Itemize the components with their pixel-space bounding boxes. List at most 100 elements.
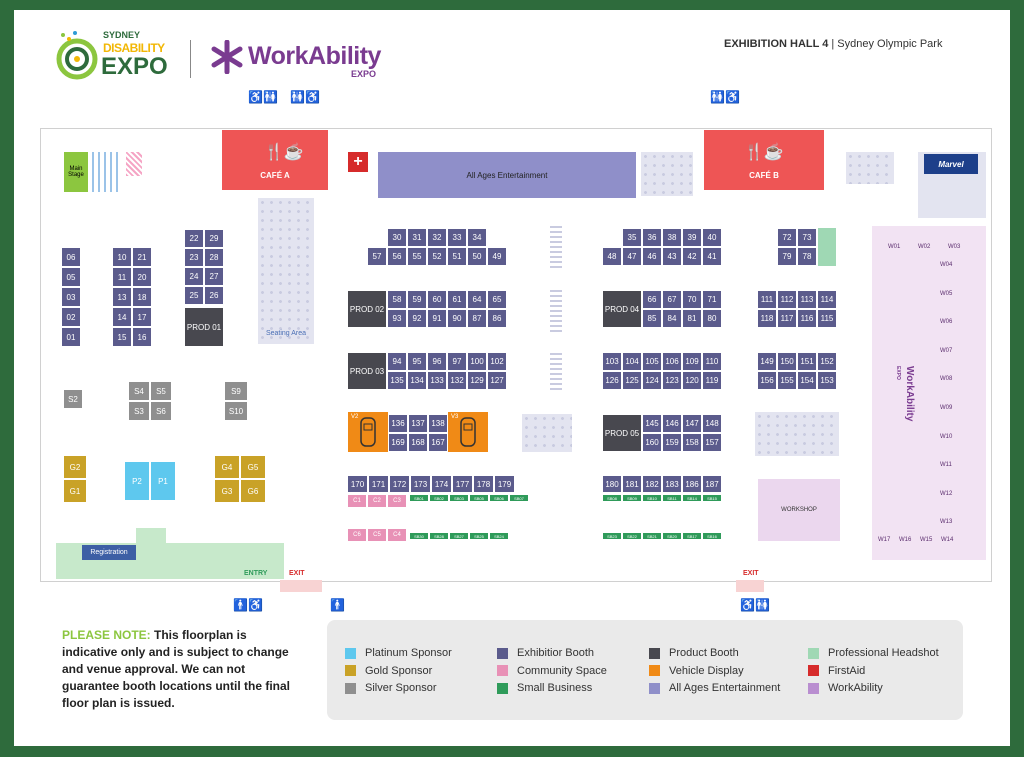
booth-113[interactable]: 113 (797, 290, 817, 309)
booth-sb11[interactable]: SB11 (662, 494, 682, 502)
booth-g2[interactable]: G2 (63, 455, 87, 479)
booth-p2[interactable]: P2 (124, 461, 150, 501)
booth-109[interactable]: 109 (682, 352, 702, 371)
booth-22[interactable]: 22 (184, 229, 204, 248)
workability-booth-w15[interactable]: W15 (920, 537, 933, 543)
booth-20[interactable]: 20 (132, 267, 152, 287)
booth-25[interactable]: 25 (184, 286, 204, 305)
workability-booth-w08[interactable]: W08 (940, 376, 953, 383)
booth-c3[interactable]: C3 (387, 494, 407, 508)
booth-p1[interactable]: P1 (150, 461, 176, 501)
booth-86[interactable]: 86 (487, 309, 507, 328)
booth-15[interactable]: 15 (112, 327, 132, 347)
booth-sb08[interactable]: SB08 (602, 494, 622, 502)
booth-170[interactable]: 170 (347, 475, 368, 493)
booth-sb03[interactable]: SB03 (449, 494, 469, 502)
booth-66[interactable]: 66 (642, 290, 662, 309)
booth-23[interactable]: 23 (184, 248, 204, 267)
booth-32[interactable]: 32 (427, 228, 447, 247)
booth-183[interactable]: 183 (662, 475, 682, 493)
booth-111[interactable]: 111 (757, 290, 777, 309)
booth-c5[interactable]: C5 (367, 528, 387, 542)
marvel-area[interactable]: Marvel (918, 152, 986, 218)
booth-73[interactable]: 73 (797, 228, 817, 247)
booth-126[interactable]: 126 (602, 371, 622, 390)
booth-10[interactable]: 10 (112, 247, 132, 267)
booth-135[interactable]: 135 (387, 371, 407, 390)
workability-booth-w11[interactable]: W11 (940, 462, 952, 469)
booth-90[interactable]: 90 (447, 309, 467, 328)
booth-c6[interactable]: C6 (347, 528, 367, 542)
booth-g3[interactable]: G3 (214, 479, 240, 503)
booth-49[interactable]: 49 (487, 247, 507, 266)
booth-102[interactable]: 102 (487, 352, 507, 371)
booth-sb24[interactable]: SB24 (489, 532, 509, 540)
booth-50[interactable]: 50 (467, 247, 487, 266)
booth-129[interactable]: 129 (467, 371, 487, 390)
booth-92[interactable]: 92 (407, 309, 427, 328)
booth-67[interactable]: 67 (662, 290, 682, 309)
booth-36[interactable]: 36 (642, 228, 662, 247)
booth-147[interactable]: 147 (682, 414, 702, 433)
booth-52[interactable]: 52 (427, 247, 447, 266)
booth-c1[interactable]: C1 (347, 494, 367, 508)
booth-116[interactable]: 116 (797, 309, 817, 328)
booth-sb27[interactable]: SB27 (449, 532, 469, 540)
booth-171[interactable]: 171 (368, 475, 389, 493)
registration[interactable]: Registration (82, 545, 136, 560)
workability-booth-w12[interactable]: W12 (940, 490, 953, 497)
booth-48[interactable]: 48 (602, 247, 622, 266)
booth-57[interactable]: 57 (367, 247, 387, 266)
booth-145[interactable]: 145 (642, 414, 662, 433)
booth-05[interactable]: 05 (61, 267, 81, 287)
booth-118[interactable]: 118 (757, 309, 777, 328)
booth-149[interactable]: 149 (757, 352, 777, 371)
workability-booth-w14[interactable]: W14 (941, 537, 954, 543)
booth-sb09[interactable]: SB09 (622, 494, 642, 502)
vehicle-display-v3[interactable]: V3 (448, 412, 488, 452)
workability-booth-w16[interactable]: W16 (899, 537, 912, 543)
booth-s9[interactable]: S9 (224, 381, 248, 401)
booth-106[interactable]: 106 (662, 352, 682, 371)
booth-30[interactable]: 30 (387, 228, 407, 247)
booth-sb17[interactable]: SB17 (682, 532, 702, 540)
booth-125[interactable]: 125 (622, 371, 642, 390)
workability-booth-w02[interactable]: W02 (918, 244, 931, 250)
workability-booth-w10[interactable]: W10 (940, 433, 953, 440)
workability-booth-w01[interactable]: W01 (888, 244, 901, 250)
cafe-b[interactable]: CAFÉ B (704, 130, 824, 190)
booth-119[interactable]: 119 (702, 371, 722, 390)
booth-39[interactable]: 39 (682, 228, 702, 247)
booth-179[interactable]: 179 (494, 475, 515, 493)
workability-booth-w04[interactable]: W04 (940, 262, 953, 268)
booth-155[interactable]: 155 (777, 371, 797, 390)
booth-56[interactable]: 56 (387, 247, 407, 266)
booth-01[interactable]: 01 (61, 327, 81, 347)
booth-94[interactable]: 94 (387, 352, 407, 371)
booth-182[interactable]: 182 (642, 475, 662, 493)
booth-40[interactable]: 40 (702, 228, 722, 247)
booth-174[interactable]: 174 (431, 475, 452, 493)
booth-132[interactable]: 132 (447, 371, 467, 390)
booth-110[interactable]: 110 (702, 352, 722, 371)
booth-114[interactable]: 114 (817, 290, 837, 309)
booth-148[interactable]: 148 (702, 414, 722, 433)
booth-16[interactable]: 16 (132, 327, 152, 347)
workability-booth-w09[interactable]: W09 (940, 405, 953, 411)
booth-81[interactable]: 81 (682, 309, 702, 328)
booth-sb22[interactable]: SB22 (622, 532, 642, 540)
booth-26[interactable]: 26 (204, 286, 224, 305)
booth-84[interactable]: 84 (662, 309, 682, 328)
booth-173[interactable]: 173 (410, 475, 431, 493)
workability-booth-w13[interactable]: W13 (940, 519, 953, 526)
booth-59[interactable]: 59 (407, 290, 427, 309)
booth-17[interactable]: 17 (132, 307, 152, 327)
booth-sb20[interactable]: SB20 (662, 532, 682, 540)
workability-booth-w07[interactable]: W07 (940, 347, 953, 354)
main-stage[interactable]: Main Stage (64, 152, 88, 192)
booth-180[interactable]: 180 (602, 475, 622, 493)
booth-sb28[interactable]: SB28 (429, 532, 449, 540)
booth-167[interactable]: 167 (428, 433, 448, 452)
booth-151[interactable]: 151 (797, 352, 817, 371)
all-ages-entertainment[interactable]: All Ages Entertainment (378, 152, 636, 198)
